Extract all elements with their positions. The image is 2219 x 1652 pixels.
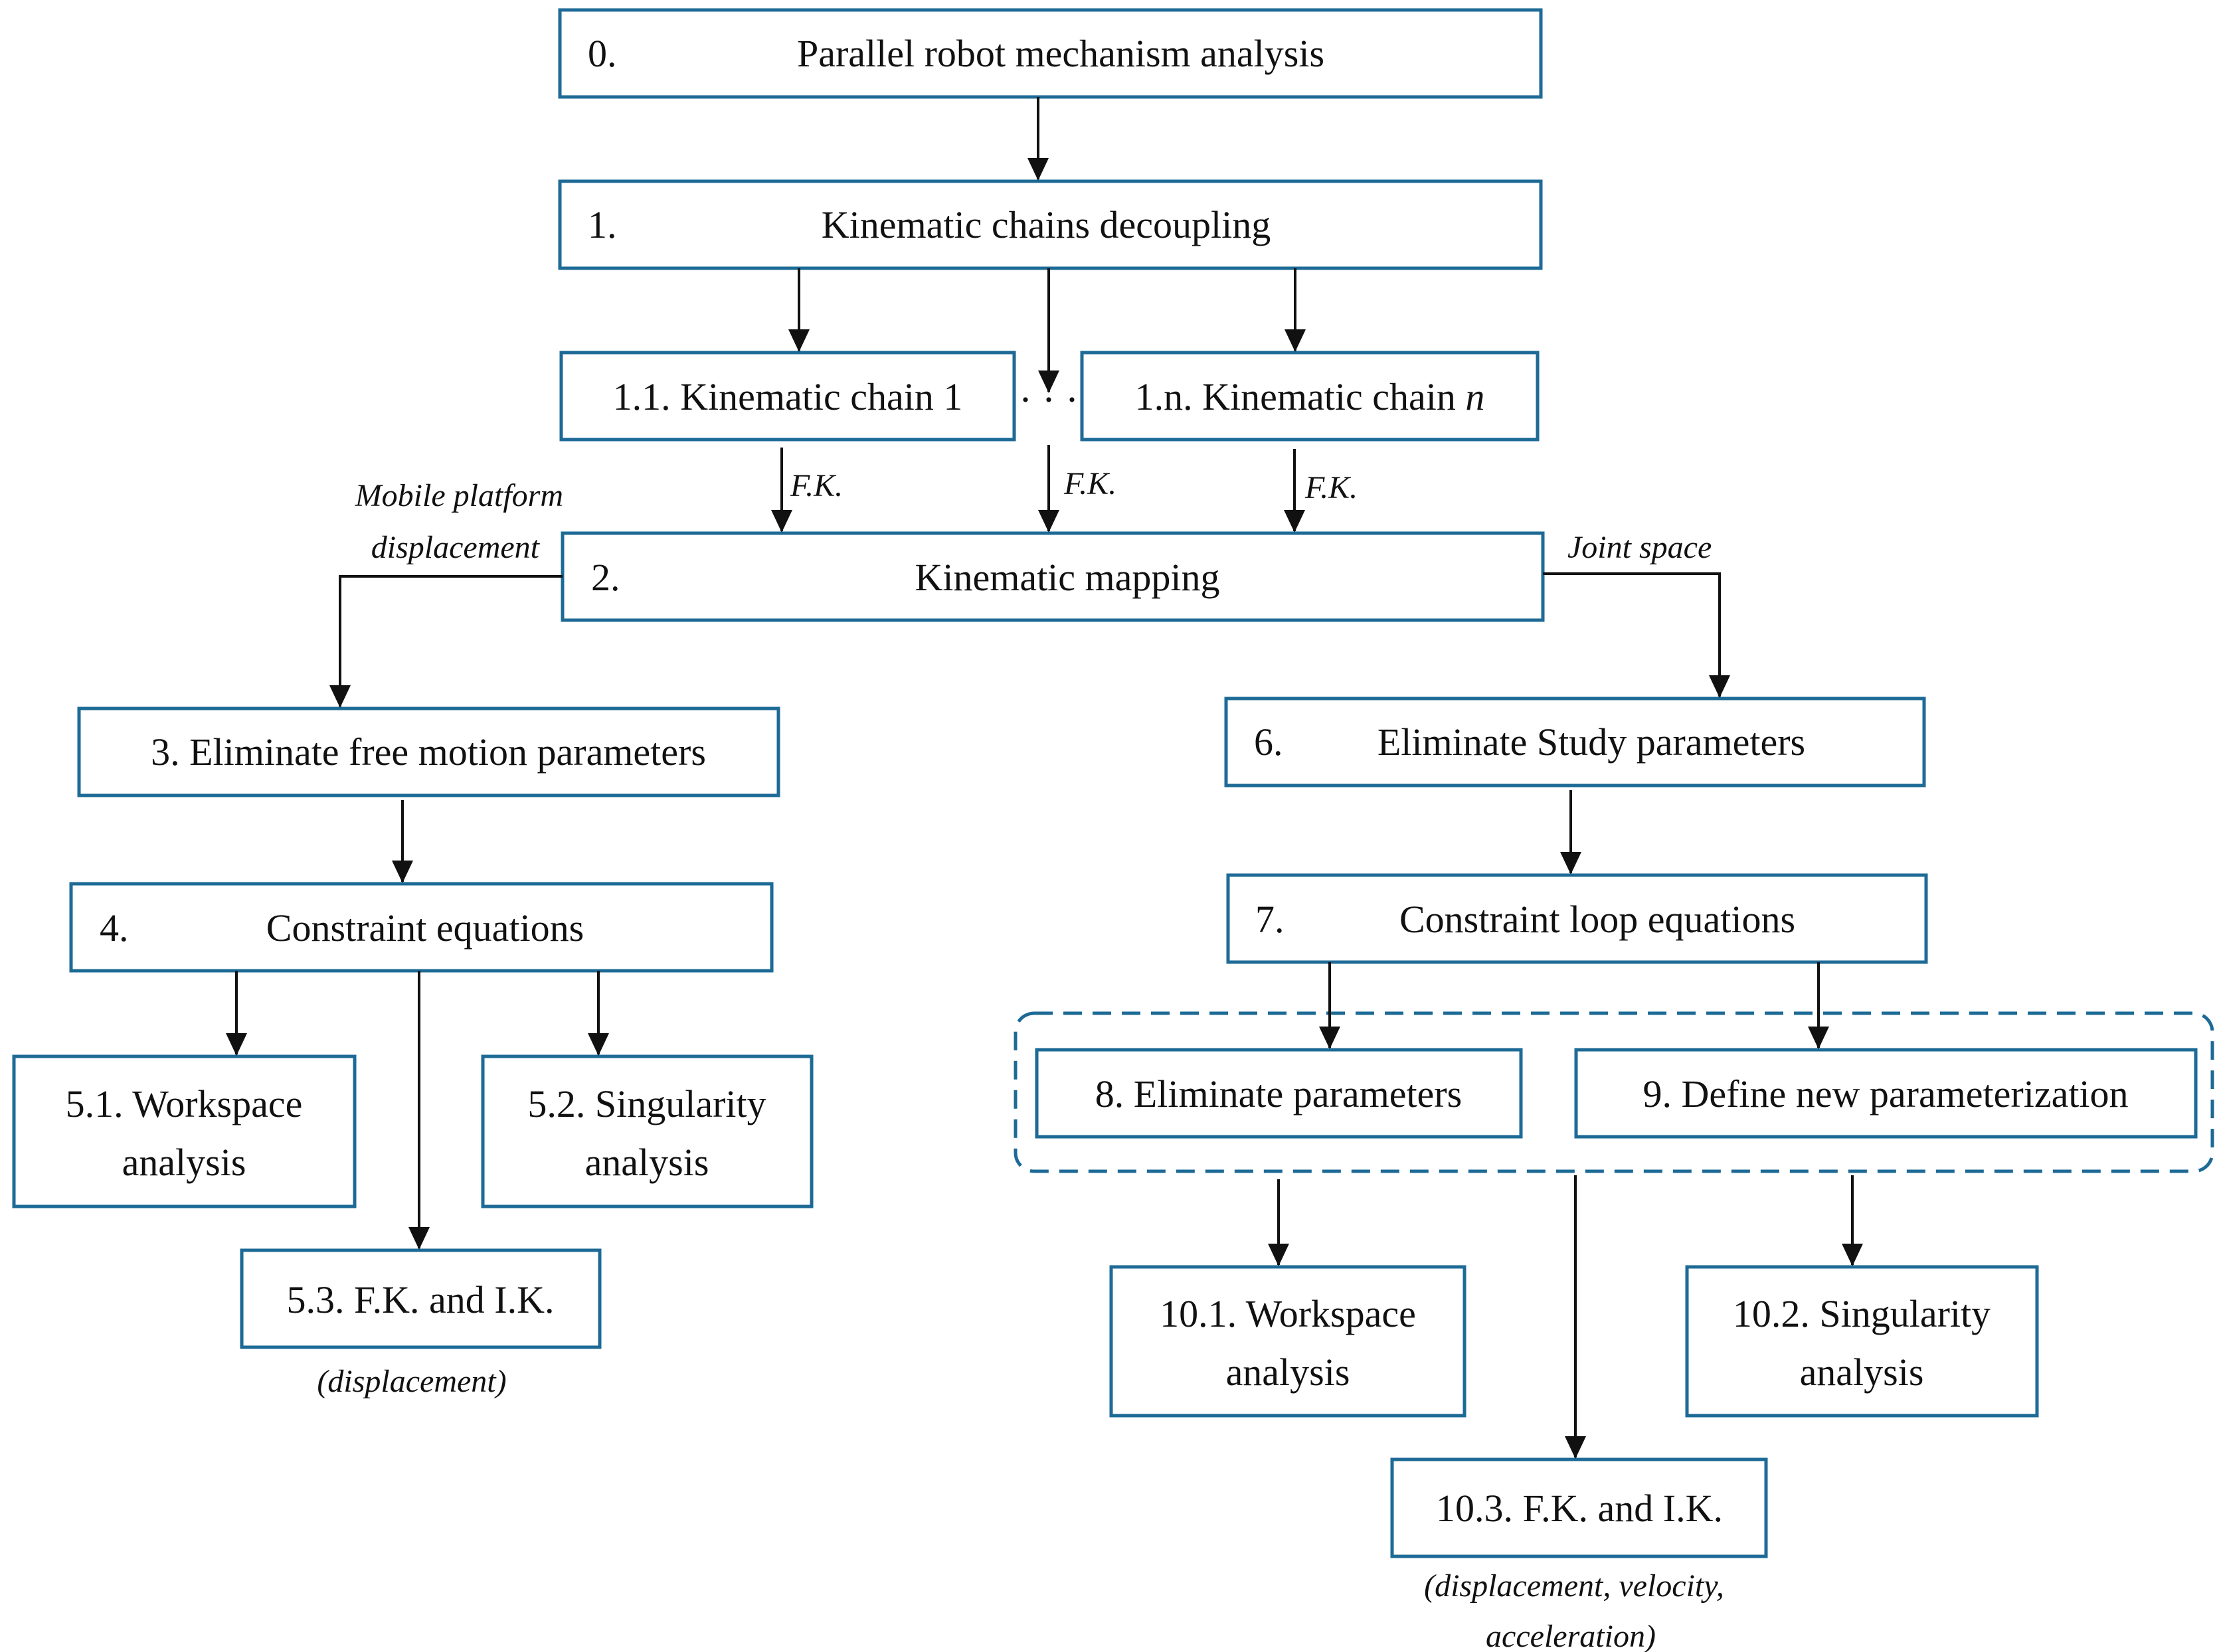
arrow-2-to-6 — [1543, 572, 1730, 698]
label-mobile-platform-line1: Mobile platform — [355, 478, 563, 513]
node-0: 0. Parallel robot mechanism analysis — [558, 8, 1543, 99]
node-5-3: 5.3. F.K. and I.K. — [240, 1248, 602, 1349]
node-4-number: 4. — [100, 906, 129, 950]
node-8: 8. Eliminate parameters — [1035, 1048, 1523, 1139]
node-1-number: 1. — [588, 203, 617, 246]
label-joint-space: Joint space — [1567, 530, 1712, 565]
node-2-number: 2. — [591, 556, 620, 599]
node-1-1-label: 1.1. Kinematic chain 1 — [613, 375, 963, 418]
node-9-label: 9. Define new parameterization — [1642, 1072, 2128, 1115]
node-3: 3. Eliminate free motion parameters — [77, 706, 780, 797]
arrow-2-to-3 — [329, 575, 563, 708]
node-5-2: 5.2. Singularity analysis — [481, 1054, 814, 1208]
node-10-1-line2: analysis — [1226, 1351, 1350, 1394]
label-mobile-platform-line2: displacement — [371, 530, 541, 565]
node-5-1-line2: analysis — [122, 1141, 246, 1184]
node-1: 1. Kinematic chains decoupling — [558, 179, 1543, 270]
node-3-label: 3. Eliminate free motion parameters — [151, 730, 706, 774]
node-5-2-line2: analysis — [585, 1141, 709, 1184]
label-dva-line1: (displacement, velocity, — [1424, 1568, 1724, 1604]
node-6: 6. Eliminate Study parameters — [1224, 697, 1926, 787]
node-9: 9. Define new parameterization — [1574, 1048, 2198, 1139]
node-5-3-label: 5.3. F.K. and I.K. — [287, 1278, 555, 1321]
node-2-label: Kinematic mapping — [915, 556, 1219, 599]
node-0-label: Parallel robot mechanism analysis — [797, 32, 1324, 75]
node-7: 7. Constraint loop equations — [1226, 873, 1928, 964]
node-5-1-line1: 5.1. Workspace — [66, 1082, 303, 1125]
node-10-3: 10.3. F.K. and I.K. — [1390, 1457, 1768, 1558]
node-5-1: 5.1. Workspace analysis — [12, 1054, 357, 1208]
node-10-2-line2: analysis — [1800, 1351, 1924, 1394]
node-10-2-line1: 10.2. Singularity — [1733, 1292, 1991, 1335]
node-6-label: Eliminate Study parameters — [1377, 720, 1805, 764]
group-8-9-dashed — [1014, 1011, 2214, 1173]
node-10-2: 10.2. Singularity analysis — [1685, 1265, 2039, 1418]
label-dva-line2: acceleration) — [1486, 1619, 1656, 1652]
node-7-label: Constraint loop equations — [1399, 898, 1795, 941]
node-1-1: 1.1. Kinematic chain 1 — [559, 351, 1016, 442]
node-1-n-label: 1.n. Kinematic chain n — [1135, 375, 1485, 418]
node-8-label: 8. Eliminate parameters — [1095, 1072, 1462, 1115]
node-0-number: 0. — [588, 32, 617, 75]
node-6-number: 6. — [1254, 720, 1283, 764]
node-10-1: 10.1. Workspace analysis — [1109, 1265, 1466, 1418]
ellipsis-dots: · · · — [1019, 378, 1079, 422]
node-1-n: 1.n. Kinematic chain n — [1080, 351, 1540, 442]
node-5-2-line1: 5.2. Singularity — [527, 1082, 766, 1125]
node-10-1-line1: 10.1. Workspace — [1160, 1292, 1416, 1335]
node-10-3-label: 10.3. F.K. and I.K. — [1436, 1487, 1723, 1530]
node-2: 2. Kinematic mapping — [561, 531, 1545, 622]
label-fk-3: F.K. — [1304, 470, 1358, 505]
label-fk-2: F.K. — [1063, 466, 1116, 501]
label-displacement: (displacement) — [317, 1364, 506, 1399]
node-7-number: 7. — [1255, 898, 1285, 941]
node-4-label: Constraint equations — [266, 906, 584, 950]
node-1-label: Kinematic chains decoupling — [822, 203, 1271, 246]
node-4: 4. Constraint equations — [69, 882, 774, 973]
label-fk-1: F.K. — [790, 468, 843, 503]
